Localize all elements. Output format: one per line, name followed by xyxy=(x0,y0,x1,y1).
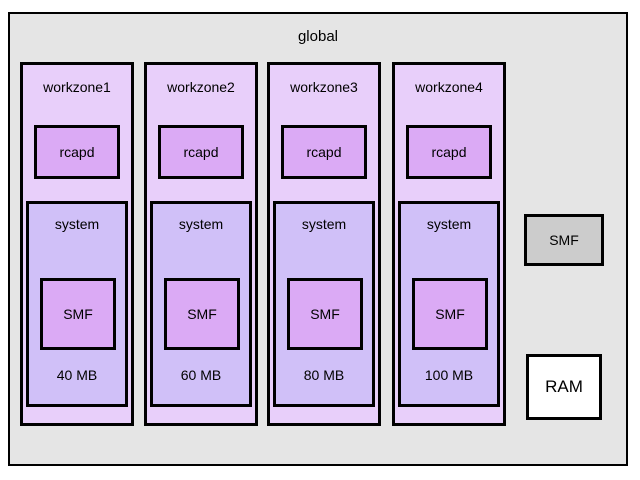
workzone-title-2: workzone2 xyxy=(167,79,235,95)
system-smf-box-1: SMF xyxy=(40,278,116,350)
rcapd-box-1: rcapd xyxy=(34,125,120,179)
memory-cap-label-4: 100 MB xyxy=(424,367,474,383)
system-box-1: system SMF 40 MB xyxy=(26,201,128,407)
rcapd-label-2: rcapd xyxy=(183,144,219,160)
system-box-3: system SMF 80 MB xyxy=(273,201,375,407)
system-smf-label-3: SMF xyxy=(310,306,340,322)
memory-cap-label-2: 60 MB xyxy=(180,367,222,383)
memory-cap-label-1: 40 MB xyxy=(56,367,98,383)
system-smf-box-3: SMF xyxy=(287,278,363,350)
global-smf-box: SMF xyxy=(524,214,604,266)
rcapd-box-2: rcapd xyxy=(158,125,244,179)
memory-cap-label-3: 80 MB xyxy=(303,367,345,383)
system-title-3: system xyxy=(301,216,347,232)
workzone-box-2: workzone2 rcapd system SMF 60 MB xyxy=(144,62,258,426)
rcapd-label-1: rcapd xyxy=(59,144,95,160)
ram-box: RAM xyxy=(526,354,602,420)
system-title-1: system xyxy=(54,216,100,232)
workzone-box-1: workzone1 rcapd system SMF 40 MB xyxy=(20,62,134,426)
workzone-title-3: workzone3 xyxy=(290,79,358,95)
rcapd-label-4: rcapd xyxy=(431,144,467,160)
system-smf-box-4: SMF xyxy=(412,278,488,350)
system-smf-label-1: SMF xyxy=(63,306,93,322)
workzone-title-1: workzone1 xyxy=(43,79,111,95)
rcapd-box-3: rcapd xyxy=(281,125,367,179)
workzone-box-3: workzone3 rcapd system SMF 80 MB xyxy=(267,62,381,426)
system-title-4: system xyxy=(426,216,472,232)
global-smf-label: SMF xyxy=(549,232,579,248)
system-smf-box-2: SMF xyxy=(164,278,240,350)
rcapd-label-3: rcapd xyxy=(306,144,342,160)
system-box-4: system SMF 100 MB xyxy=(398,201,500,407)
workzone-title-4: workzone4 xyxy=(415,79,483,95)
system-box-2: system SMF 60 MB xyxy=(150,201,252,407)
system-smf-label-4: SMF xyxy=(435,306,465,322)
ram-label: RAM xyxy=(545,377,583,396)
system-title-2: system xyxy=(178,216,224,232)
global-zone-title: global xyxy=(297,28,339,45)
rcapd-box-4: rcapd xyxy=(406,125,492,179)
workzone-box-4: workzone4 rcapd system SMF 100 MB xyxy=(392,62,506,426)
system-smf-label-2: SMF xyxy=(187,306,217,322)
